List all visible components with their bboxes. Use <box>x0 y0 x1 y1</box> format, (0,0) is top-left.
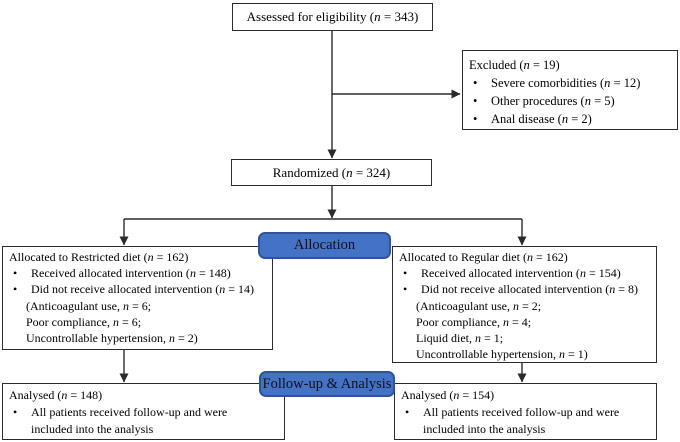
allocation-left-bullet-list: Received allocated intervention (n = 148… <box>9 265 266 297</box>
bullet-item: All patients received follow-up and were… <box>9 404 278 438</box>
bullet-item: All patients received follow-up and were… <box>401 404 650 438</box>
bullet-icon <box>473 110 482 128</box>
note-line: Liquid diet, n = 1; <box>416 331 504 346</box>
allocation-left-box: Allocated to Restricted diet (n = 162) R… <box>2 246 273 350</box>
note-line: (Anticoagulant use, n = 6; <box>26 298 152 313</box>
bullet-icon <box>13 404 22 438</box>
bullet-icon <box>473 92 482 110</box>
bullet-icon <box>13 265 22 281</box>
bullet-item: Other procedures (n = 5) <box>469 92 671 110</box>
bullet-icon <box>403 281 412 297</box>
excluded-box: Excluded (n = 19) Severe comorbidities (… <box>462 50 678 130</box>
bullet-icon <box>473 74 482 92</box>
analysed-right-box: Analysed (n = 154) All patients received… <box>394 383 657 440</box>
bullet-item: Severe comorbidities (n = 12) <box>469 74 671 92</box>
followup-stage-badge: Follow-up & Analysis <box>259 371 395 397</box>
randomized-box: Randomized (n = 324) <box>231 159 432 186</box>
note-line: Poor compliance, n = 4; <box>416 314 532 329</box>
allocation-right-box: Allocated to Regular diet (n = 162) Rece… <box>392 246 657 363</box>
note-line: Uncontrollable hypertension, n = 2) <box>26 331 198 346</box>
followup-stage-label: Follow-up & Analysis <box>262 375 392 392</box>
allocation-right-bullet-list: Received allocated intervention (n = 154… <box>399 265 650 297</box>
allocation-stage-badge: Allocation <box>258 232 391 259</box>
bullet-item: Anal disease (n = 2) <box>469 110 671 128</box>
bullet-icon <box>403 265 412 281</box>
bullet-item: Received allocated intervention (n = 148… <box>9 265 266 281</box>
note-line: Poor compliance, n = 6; <box>26 314 142 329</box>
analysed-right-title: Analysed (n = 154) <box>401 388 495 402</box>
excluded-title: Excluded (n = 19) <box>469 58 560 72</box>
allocation-left-title: Allocated to Restricted diet (n = 162) <box>9 250 189 264</box>
allocation-right-note-list: (Anticoagulant use, n = 2; Poor complian… <box>399 298 650 362</box>
analysed-left-box: Analysed (n = 148) All patients received… <box>2 383 285 440</box>
bullet-item: Did not receive allocated intervention (… <box>9 281 266 297</box>
note-line: Uncontrollable hypertension, n = 1) <box>416 347 588 362</box>
allocation-stage-label: Allocation <box>293 237 356 253</box>
allocation-left-note-list: (Anticoagulant use, n = 6; Poor complian… <box>9 298 266 347</box>
analysed-left-bullet-list: All patients received follow-up and were… <box>9 404 278 438</box>
randomized-text: Randomized (n = 324) <box>272 164 391 180</box>
analysed-left-title: Analysed (n = 148) <box>9 388 103 402</box>
assessed-text: Assessed for eligibility (n = 343) <box>246 9 419 24</box>
bullet-item: Did not receive allocated intervention (… <box>399 281 650 297</box>
allocation-right-title: Allocated to Regular diet (n = 162) <box>399 250 568 264</box>
bullet-icon <box>13 281 22 297</box>
analysed-right-bullet-list: All patients received follow-up and were… <box>401 404 650 438</box>
note-line: (Anticoagulant use, n = 2; <box>416 298 542 313</box>
excluded-bullet-list: Severe comorbidities (n = 12) Other proc… <box>469 74 671 128</box>
assessed-box: Assessed for eligibility (n = 343) <box>232 3 433 31</box>
bullet-icon <box>405 404 414 438</box>
bullet-item: Received allocated intervention (n = 154… <box>399 265 650 281</box>
